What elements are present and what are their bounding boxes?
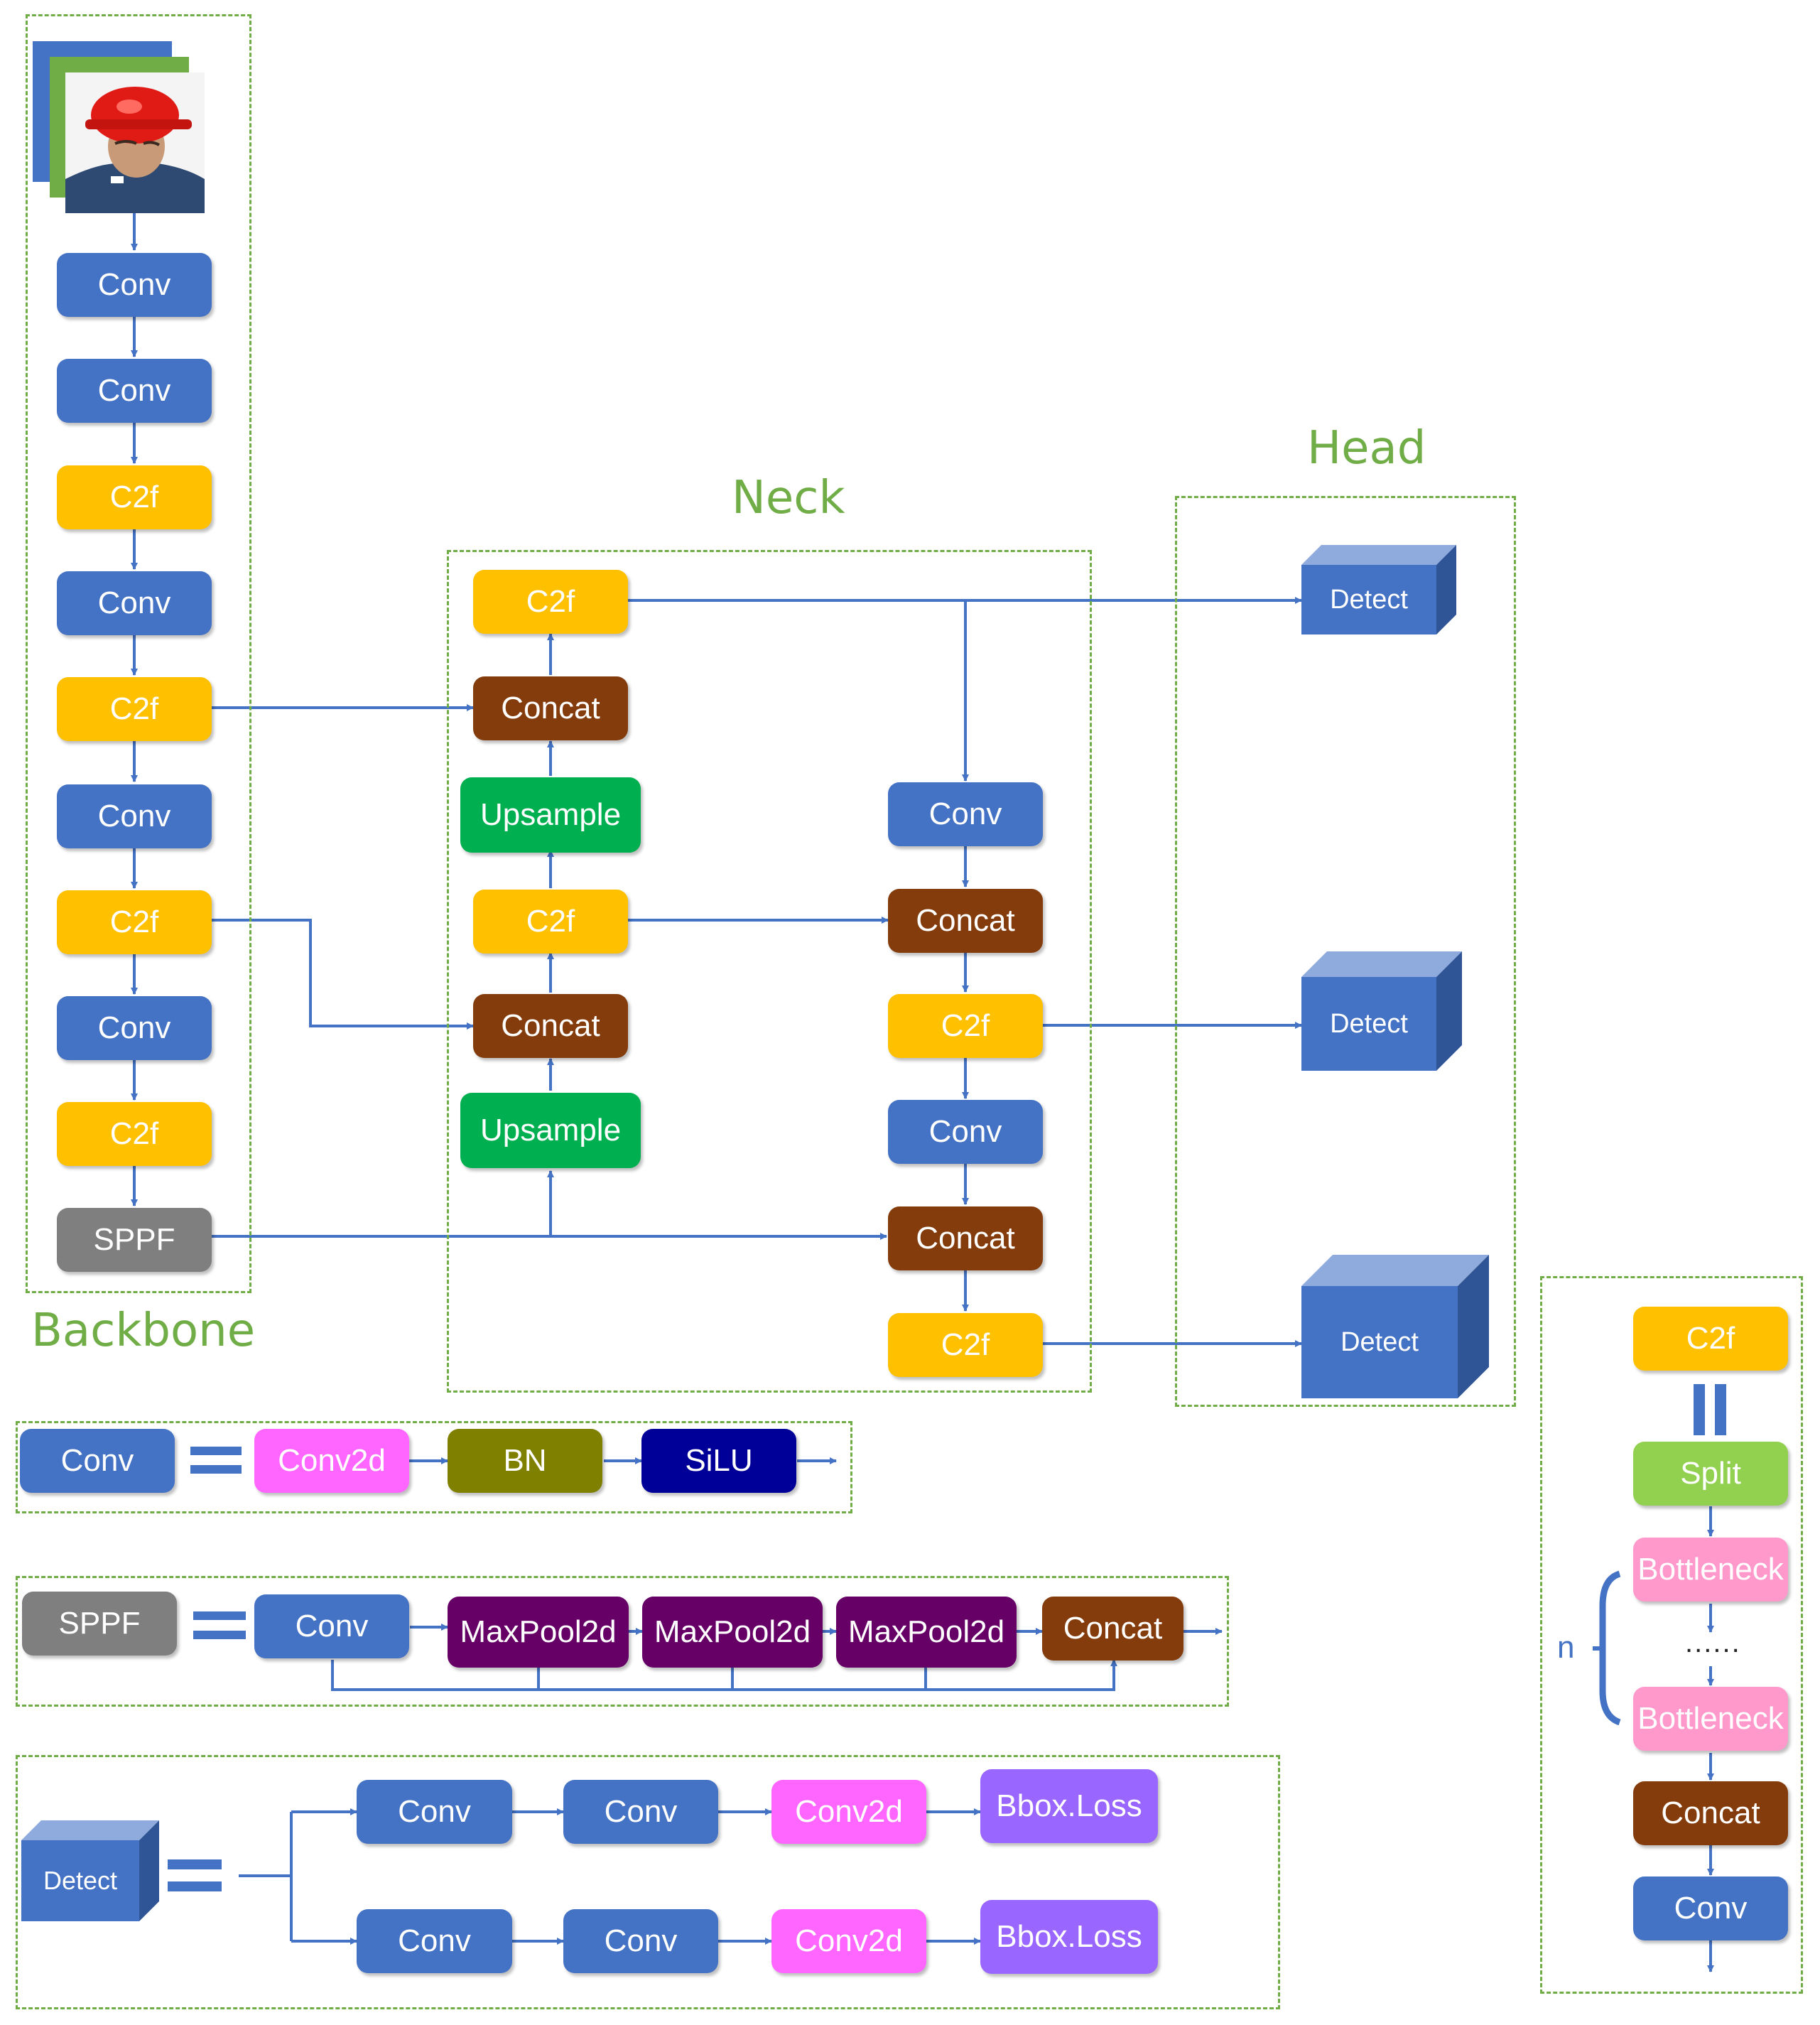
conv-block: Conv [57, 571, 212, 635]
concat-block: Concat [888, 889, 1043, 953]
cube-top-face [1301, 1255, 1489, 1286]
equals-sign-lower [193, 1631, 246, 1639]
detect-cube: Detect [1301, 1255, 1489, 1398]
bbox-loss-block: Bbox.Loss [980, 1900, 1158, 1974]
detect-cube: Detect [1301, 951, 1462, 1071]
upsample-block: Upsample [460, 1093, 641, 1168]
cube-side-face [139, 1820, 159, 1921]
conv-block: Conv [357, 1909, 512, 1973]
concat-block: Concat [888, 1206, 1043, 1270]
c2f-block: C2f [888, 994, 1043, 1058]
cube-top-face [1301, 951, 1462, 977]
bottleneck-block: Bottleneck [1633, 1538, 1788, 1602]
silu-block: SiLU [641, 1429, 796, 1493]
detect-legend-group [16, 1755, 1280, 2009]
conv2d-block: Conv2d [254, 1429, 409, 1493]
concat-block: Concat [1042, 1597, 1183, 1660]
split-block: Split [1633, 1442, 1788, 1506]
conv-block: Conv [563, 1909, 718, 1973]
c2f-block: C2f [57, 465, 212, 529]
conv-block: Conv [888, 782, 1043, 846]
cube-top-face [21, 1820, 159, 1840]
cube-side-face [1458, 1255, 1489, 1398]
maxpool2d-block: MaxPool2d [642, 1597, 823, 1668]
c2f-block: C2f [57, 1102, 212, 1166]
sppf-legend-group [16, 1576, 1229, 1707]
c2f-block: C2f [473, 890, 628, 954]
equals-sign-lower [190, 1465, 242, 1474]
detect-label: Detect [1301, 1286, 1458, 1398]
repeat-count-label: n [1557, 1630, 1575, 1665]
maxpool2d-block: MaxPool2d [836, 1597, 1017, 1668]
equals-sign [168, 1859, 222, 1869]
parallel-sign [1694, 1384, 1705, 1435]
bottleneck-block: Bottleneck [1633, 1687, 1788, 1751]
detect-label: Detect [1301, 565, 1436, 634]
sppf-block: SPPF [22, 1592, 177, 1656]
c2f-block: C2f [1633, 1307, 1788, 1371]
conv-block: Conv [357, 1780, 512, 1844]
c2f-block: C2f [473, 570, 628, 634]
detect-label: Detect [21, 1840, 139, 1921]
input-image-stack [33, 41, 210, 215]
backbone-title: Backbone [31, 1305, 256, 1357]
parallel-sign-right [1715, 1384, 1726, 1435]
conv2d-block: Conv2d [771, 1909, 926, 1973]
concat-block: Concat [473, 994, 628, 1058]
c2f-block: C2f [888, 1313, 1043, 1377]
hard-hat-worker-photo [65, 72, 205, 213]
conv-block: Conv [20, 1429, 175, 1493]
bbox-loss-block: Bbox.Loss [980, 1769, 1158, 1843]
cube-side-face [1436, 951, 1462, 1071]
backbone-group [26, 14, 251, 1293]
sppf-block: SPPF [57, 1208, 212, 1272]
bn-block: BN [448, 1429, 602, 1493]
conv-block: Conv [57, 253, 212, 317]
conv-legend-group [16, 1421, 852, 1513]
head-group [1175, 496, 1516, 1407]
conv2d-block: Conv2d [771, 1780, 926, 1844]
neck-group [447, 550, 1092, 1393]
conv-block: Conv [563, 1780, 718, 1844]
conv-block: Conv [57, 359, 212, 423]
ellipsis-dots: ...... [1685, 1627, 1741, 1658]
equals-sign [190, 1447, 242, 1455]
detect-cube: Detect [1301, 545, 1456, 634]
neck-title: Neck [732, 472, 845, 524]
c2f-block: C2f [57, 677, 212, 741]
equals-sign [193, 1611, 246, 1620]
cube-side-face [1436, 545, 1456, 634]
concat-block: Concat [1633, 1781, 1788, 1845]
c2f-legend-group [1540, 1276, 1803, 1994]
maxpool2d-block: MaxPool2d [448, 1597, 629, 1668]
cube-top-face [1301, 545, 1456, 565]
head-title: Head [1307, 422, 1426, 475]
upsample-block: Upsample [460, 777, 641, 853]
conv-block: Conv [57, 784, 212, 848]
equals-sign-lower [168, 1881, 222, 1891]
detect-cube: Detect [21, 1820, 159, 1921]
c2f-block: C2f [57, 890, 212, 954]
concat-block: Concat [473, 676, 628, 740]
conv-block: Conv [1633, 1876, 1788, 1940]
detect-label: Detect [1301, 977, 1436, 1071]
conv-block: Conv [888, 1100, 1043, 1164]
conv-block: Conv [57, 996, 212, 1060]
conv-block: Conv [254, 1594, 409, 1658]
